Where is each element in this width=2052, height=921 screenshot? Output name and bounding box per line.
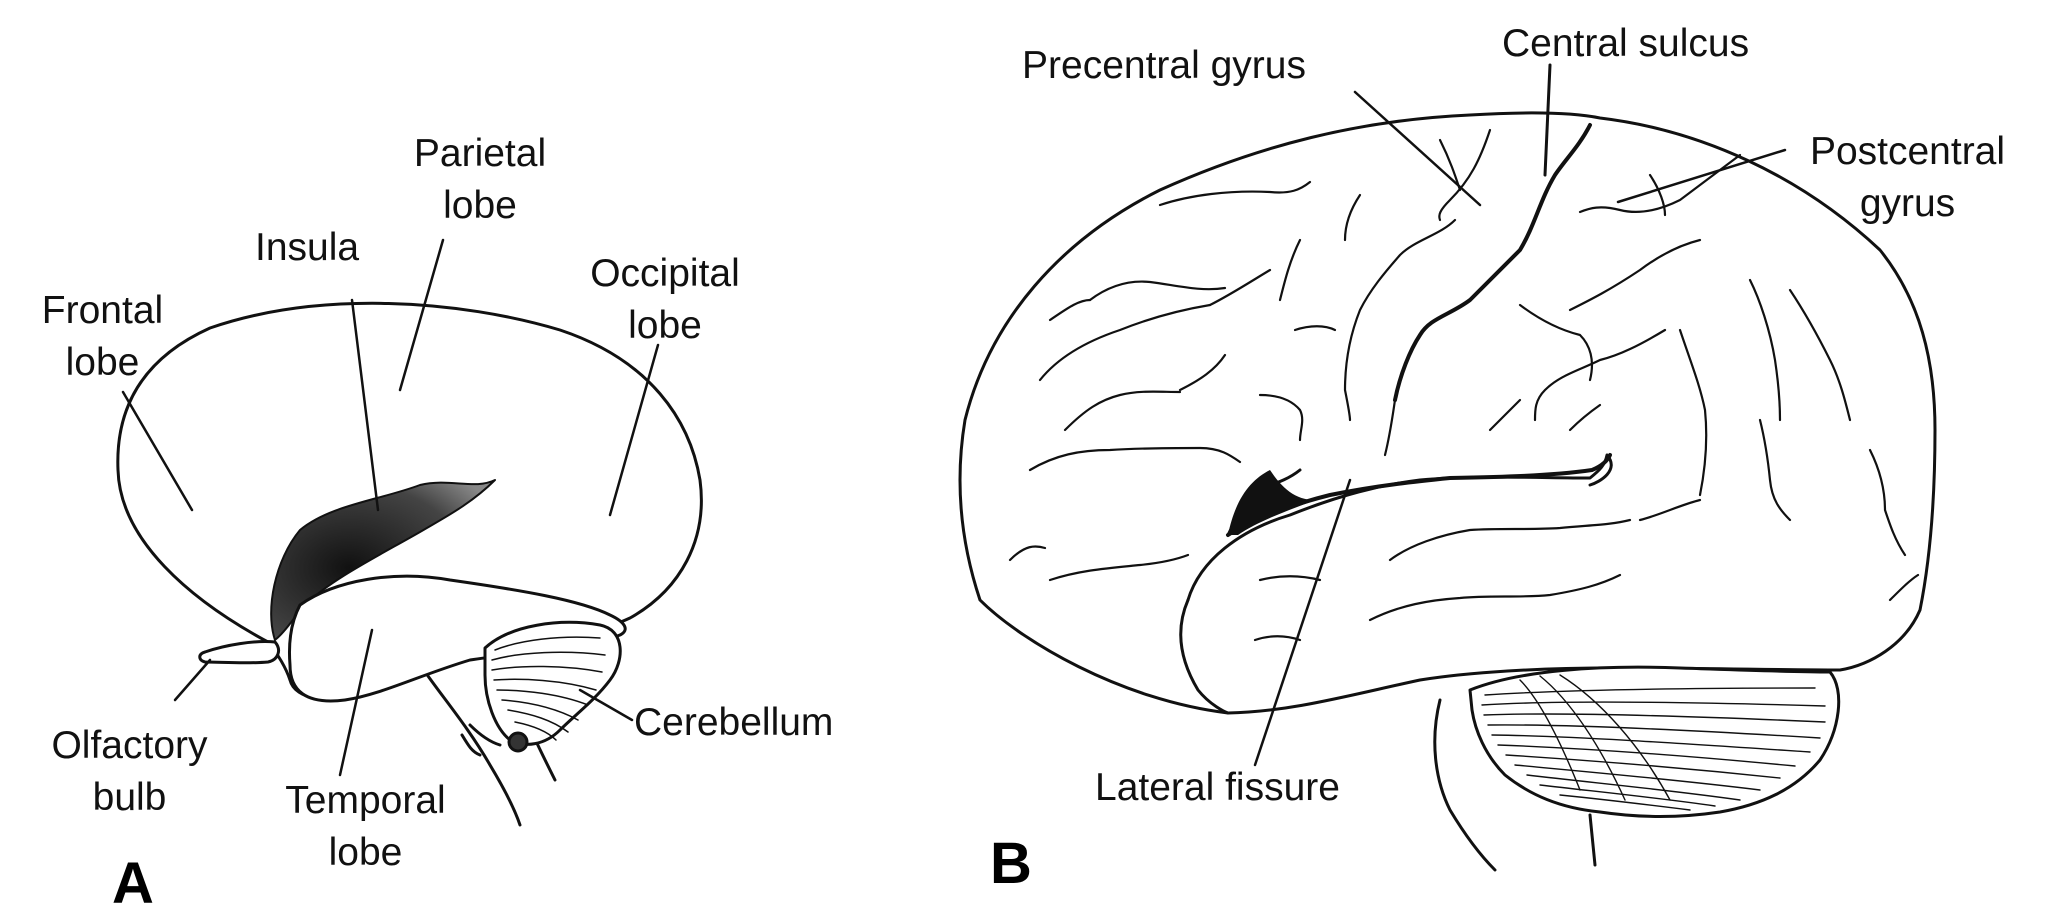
label-precentral-gyrus: Precentral gyrus xyxy=(1022,44,1306,87)
panel-a-drawing xyxy=(116,238,703,827)
label-olfactory-line1: Olfactory xyxy=(51,724,208,767)
label-frontal-lobe: Frontal lobe xyxy=(15,285,190,389)
label-olfactory-bulb: Olfactory bulb xyxy=(22,720,237,824)
panel-letter-b: B xyxy=(990,831,1032,896)
cerebellum-a xyxy=(483,620,622,746)
label-occipital-lobe: Occipital lobe xyxy=(560,248,770,352)
label-temporal-lobe: Temporal lobe xyxy=(258,775,473,879)
insula-shadow-b xyxy=(1228,470,1315,535)
label-postcentral-gyrus: Postcentral gyrus xyxy=(1775,126,2040,230)
olfactory-bulb xyxy=(198,640,280,665)
label-occipital-line1: Occipital xyxy=(590,252,740,295)
label-central-sulcus: Central sulcus xyxy=(1502,22,1750,65)
label-frontal-line2: lobe xyxy=(65,341,140,384)
label-postcentral-line1: Postcentral xyxy=(1809,130,2006,173)
label-temporal-line2: lobe xyxy=(328,831,403,874)
label-parietal-line1: Parietal xyxy=(413,132,547,175)
label-temporal-line1: Temporal xyxy=(285,779,446,822)
panel-letter-a: A xyxy=(112,851,154,916)
panel-b-drawing xyxy=(958,63,1937,872)
brainstem-b xyxy=(1433,698,1497,872)
brainstem-a xyxy=(426,674,522,827)
label-parietal-line2: lobe xyxy=(443,184,517,227)
label-frontal-line1: Frontal xyxy=(41,289,164,332)
central-sulcus xyxy=(1393,123,1592,402)
label-olfactory-line2: bulb xyxy=(92,776,167,819)
label-postcentral-line2: gyrus xyxy=(1859,182,1956,225)
label-parietal-lobe: Parietal lobe xyxy=(385,128,575,232)
label-occipital-line2: lobe xyxy=(628,304,702,347)
label-cerebellum: Cerebellum xyxy=(634,701,834,744)
label-lateral-fissure: Lateral fissure xyxy=(1095,766,1340,809)
label-insula: Insula xyxy=(255,226,360,269)
